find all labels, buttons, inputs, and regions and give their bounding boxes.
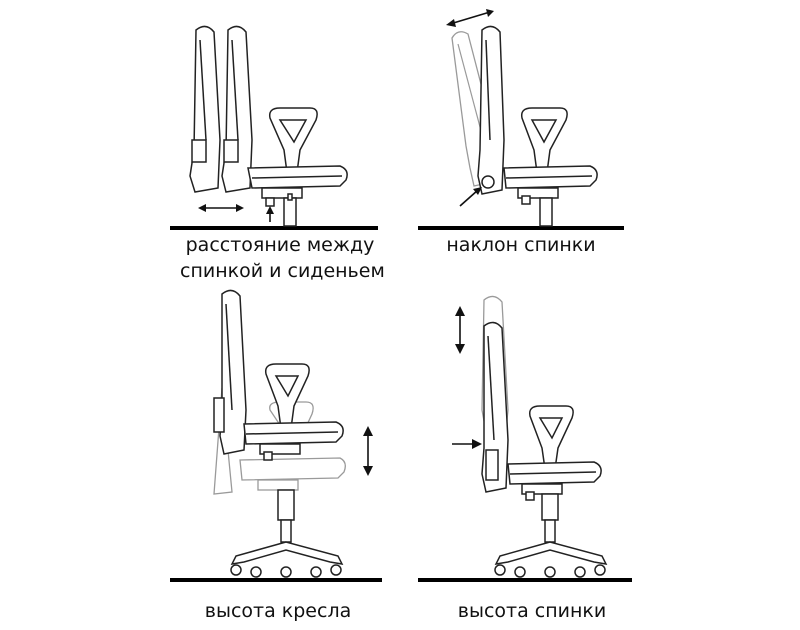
height-arrow [455,306,465,354]
mechanism [259,443,301,455]
back-tilt-illustration [418,9,624,230]
lever [265,197,275,207]
backrest-front [221,25,253,193]
armrest [264,363,310,437]
tilt-knob [481,175,495,189]
seat-depth-illustration [170,25,378,230]
caption-back-height: высота спинки [432,598,632,624]
caption-line: высота кресла [204,600,352,622]
lock-arrow [452,439,482,449]
vertical-arrow-small [266,206,274,222]
armrest [528,405,574,477]
gas-column [277,489,295,521]
lever [521,195,531,205]
gas-column [541,493,559,521]
caption-line: высота спинки [457,600,607,622]
caption-line: наклон спинки [446,234,596,256]
mechanism [517,187,559,199]
knob-arrow [459,187,482,207]
panel-back-height: высота спинки [400,280,800,630]
panel-seat-depth: расстояние между спинкой и сиденьем [0,0,400,282]
gas-column [539,197,553,227]
height-arrow [363,426,373,476]
tilt-arrow [446,9,494,27]
caption-back-tilt: наклон спинки [426,232,616,258]
panel-back-tilt: наклон спинки [400,0,800,280]
star-base [230,541,344,578]
caption-line: расстояние между [185,234,375,256]
backrest-upright [477,25,505,195]
armrest [268,107,318,181]
gas-column [283,197,297,227]
caption-line: спинкой и сиденьем [180,260,385,282]
backrest [481,321,509,493]
caption-seat-depth: расстояние между спинкой и сиденьем [180,232,385,284]
armrest [520,107,568,181]
horizontal-arrow [198,204,244,212]
mechanism [261,187,303,199]
lever [263,451,273,461]
star-base [494,541,608,578]
backrest [213,289,247,455]
seat-height-illustration [170,289,382,582]
caption-seat-height: высота кресла [178,598,378,624]
back-height-illustration [418,295,632,582]
panel-seat-height: высота кресла [0,280,400,630]
backrest-rear [189,25,221,193]
lever [525,491,535,501]
